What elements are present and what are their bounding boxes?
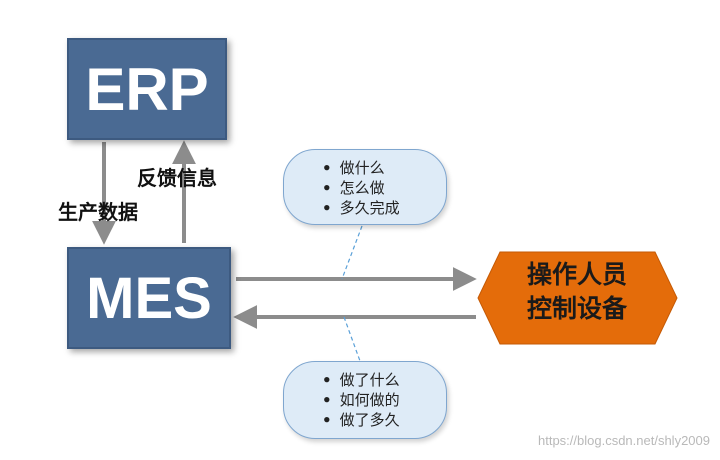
watermark: https://blog.csdn.net/shly2009 [537, 433, 710, 448]
production-data-label: 生产数据 [58, 200, 138, 224]
note-item: •做了什么 [322, 371, 400, 389]
note-item: •怎么做 [322, 179, 385, 197]
top-note-connector [341, 225, 363, 280]
feedback-note: •做了什么 •如何做的 •做了多久 [283, 361, 447, 439]
note-item-text: 做什么 [339, 159, 385, 177]
mes-node: MES [67, 247, 231, 349]
feedback-info-label: 反馈信息 [137, 166, 217, 190]
operator-node-label: 操作人员 控制设备 [492, 258, 662, 326]
operator-hexagon [477, 251, 678, 345]
operator-line-1: 操作人员 [526, 260, 627, 289]
operator-line-2: 控制设备 [526, 294, 627, 323]
erp-node: ERP [67, 38, 227, 140]
note-item: •做什么 [322, 159, 385, 177]
note-item-text: 如何做的 [339, 391, 400, 409]
note-item-text: 怎么做 [339, 179, 385, 197]
note-item: •做了多久 [322, 411, 400, 429]
note-item-text: 做了什么 [339, 371, 400, 389]
note-item-text: 多久完成 [339, 199, 400, 217]
bottom-note-connector [343, 316, 361, 362]
note-item: •如何做的 [322, 391, 400, 409]
erp-label: ERP [85, 55, 209, 123]
note-item: •多久完成 [322, 199, 400, 217]
note-item-text: 做了多久 [339, 411, 400, 429]
mes-label: MES [86, 265, 212, 331]
instruction-note: •做什么 •怎么做 •多久完成 [283, 149, 447, 225]
